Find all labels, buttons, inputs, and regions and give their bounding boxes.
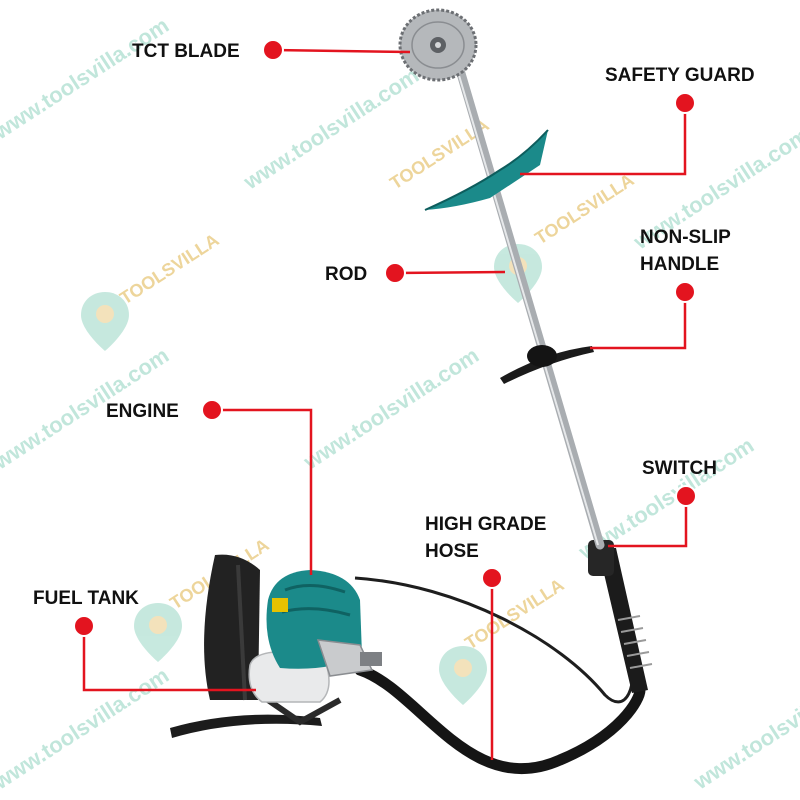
watermark-site-8: www.toolsvilla.com [688,662,800,794]
watermark-pin-icon [81,292,129,351]
lower-grip [598,548,648,693]
watermark-site-2: www.toolsvilla.com [298,342,483,474]
brush-cutter-illustration [170,8,653,774]
label-non-slip-handle-line-1: NON-SLIP [640,227,731,248]
watermark-brand-2: TOOLSVILLA [531,170,637,249]
label-high-grade-hose-line-2: HOSE [425,541,479,562]
label-safety-guard: SAFETY GUARD [605,65,755,86]
dot-rod [384,262,406,284]
callout-dots [73,39,697,637]
dot-high-grade-hose [481,567,503,589]
throttle-cable [354,576,635,704]
leader-fuel-tank [82,626,256,692]
engine-body [266,570,382,677]
hose [354,664,646,774]
dot-tct-blade [262,39,284,61]
switch-housing [588,540,614,576]
label-high-grade-hose-line-1: HIGH GRADE [425,514,546,535]
label-high-grade-hose: HIGH GRADE HOSE [425,514,552,562]
leader-tct-blade [272,48,411,54]
leader-non-slip-handle [590,292,687,350]
callout-labels: TCT BLADE SAFETY GUARD ROD NON-SLIP HAND… [33,41,755,609]
label-tct-blade: TCT BLADE [132,41,240,62]
label-rod: ROD [325,264,367,285]
watermark-brand-1: TOOLSVILLA [116,230,222,309]
dot-fuel-tank [73,615,95,637]
leader-rod [394,270,506,275]
safety-guard-edge [424,129,549,211]
watermark-brand-4: TOOLSVILLA [461,575,567,654]
dot-engine [201,399,223,421]
watermark-pin-icon [439,646,487,705]
tct-blade-disc [398,8,478,82]
label-non-slip-handle-line-2: HANDLE [640,254,719,275]
main-rod [455,65,605,550]
label-switch: SWITCH [642,458,717,479]
leader-safety-guard [520,103,687,176]
label-non-slip-handle: NON-SLIP HANDLE [640,227,736,275]
watermark-site-5: www.toolsvilla.com [0,12,173,144]
main-rod-highlight [457,71,599,546]
label-fuel-tank: FUEL TANK [33,588,139,609]
dot-switch [675,485,697,507]
grip-coil [617,615,653,669]
leader-switch [608,496,688,548]
safety-guard-shape [425,130,548,210]
watermark-pin-icon [134,603,182,662]
leader-engine [212,408,313,575]
dot-safety-guard [674,92,696,114]
backpack-frame [170,554,342,738]
label-engine: ENGINE [106,401,179,422]
handle-clamp [527,345,557,367]
dot-non-slip-handle [674,281,696,303]
leader-lines [82,48,688,760]
watermark-site-7: www.toolsvilla.com [0,662,173,794]
